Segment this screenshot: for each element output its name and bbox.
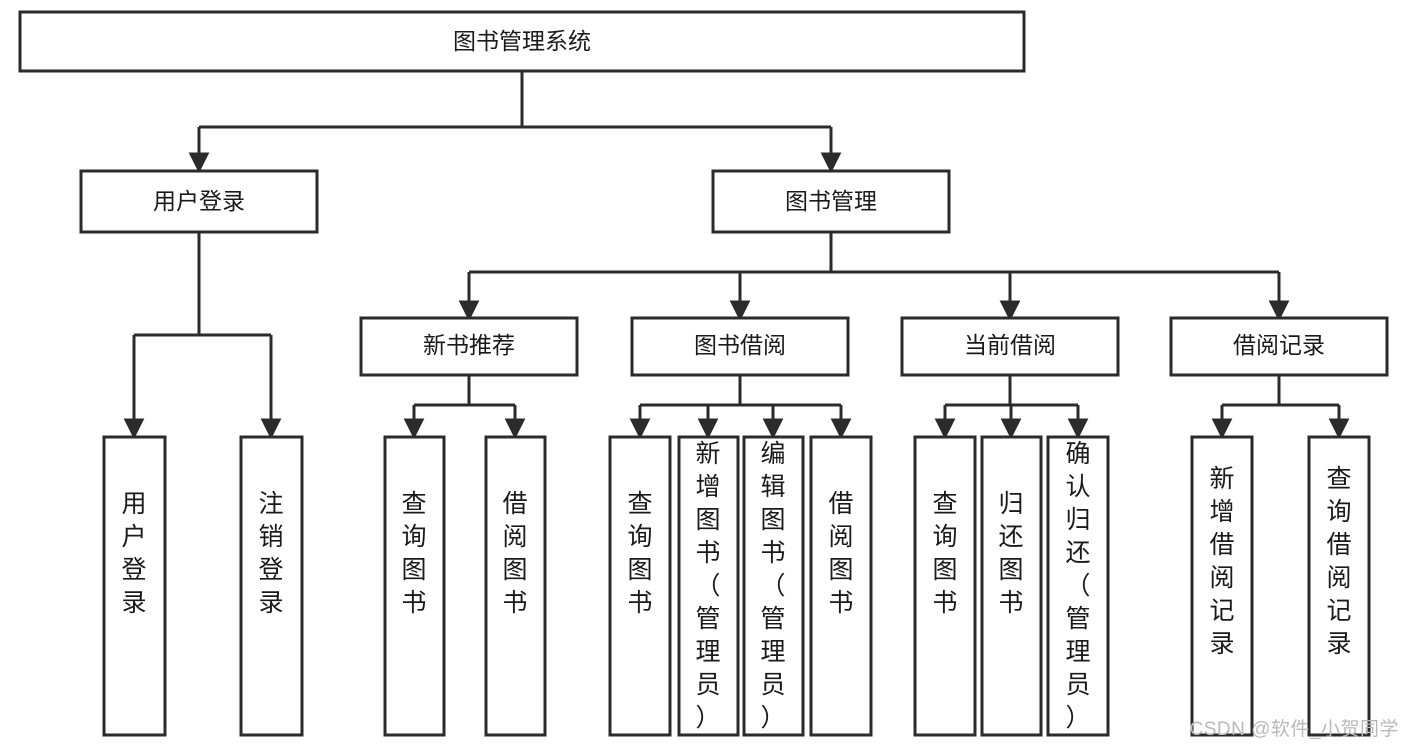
node-book-manage-label: 图书管理 — [785, 188, 877, 214]
node-root[interactable]: 图书管理系统 — [18, 10, 1026, 73]
node-book-manage-box[interactable] — [711, 169, 951, 234]
leaf-confirm-return[interactable]: 确认归还（管理员） — [1046, 435, 1110, 737]
leaf-add-book[interactable]: 新增图书（管理员） — [677, 435, 740, 737]
node-borrow-record-box[interactable] — [1169, 316, 1389, 377]
leaf-logout-login-box[interactable] — [239, 435, 304, 737]
leaf-add-book-label: 新增图书（管理员） — [695, 440, 720, 732]
leaf-user-login[interactable]: 用户登录 — [102, 435, 167, 737]
node-new-book-recommend[interactable]: 新书推荐 — [359, 316, 579, 377]
leaf-add-record-label: 新增借阅记录 — [1209, 465, 1234, 658]
node-book-borrow[interactable]: 图书借阅 — [630, 316, 850, 377]
leaf-confirm-return-box[interactable] — [1046, 435, 1110, 737]
leaf-logout-login[interactable]: 注销登录 — [239, 435, 304, 737]
leaf-borrow-book-2[interactable]: 借阅图书 — [809, 435, 873, 737]
leaf-query-book-2-label: 查询图书 — [627, 490, 652, 617]
node-book-manage[interactable]: 图书管理 — [711, 169, 951, 234]
leaf-query-book-3-label: 查询图书 — [932, 490, 957, 617]
leaf-query-book-2-box[interactable] — [608, 435, 672, 737]
leaf-query-book-1-box[interactable] — [383, 435, 446, 737]
leaf-edit-book[interactable]: 编辑图书（管理员） — [742, 435, 805, 737]
node-root-box[interactable] — [18, 10, 1026, 73]
node-user-login[interactable]: 用户登录 — [79, 169, 319, 234]
leaf-query-record-label: 查询借阅记录 — [1326, 465, 1351, 658]
node-root-label: 图书管理系统 — [453, 28, 591, 54]
node-user-login-label: 用户登录 — [153, 188, 245, 214]
leaf-add-book-box[interactable] — [677, 435, 740, 737]
leaf-user-login-box[interactable] — [102, 435, 167, 737]
leaf-query-book-1[interactable]: 查询图书 — [383, 435, 446, 737]
leaves-layer: 用户登录 注销登录 查询图书 借阅图书 查询图书 新增图书（管理员） — [102, 435, 1371, 737]
edges-layer — [123, 71, 1350, 440]
leaf-query-book-1-label: 查询图书 — [401, 490, 426, 617]
leaf-user-login-label: 用户登录 — [121, 490, 146, 617]
leaf-query-book-3-box[interactable] — [913, 435, 977, 737]
leaf-logout-login-label: 注销登录 — [258, 490, 283, 617]
leaf-borrow-book-2-box[interactable] — [809, 435, 873, 737]
leaf-query-book-2[interactable]: 查询图书 — [608, 435, 672, 737]
node-new-book-recommend-label: 新书推荐 — [423, 332, 515, 358]
leaf-return-book-box[interactable] — [980, 435, 1043, 737]
leaf-confirm-return-label: 确认归还（管理员） — [1065, 440, 1090, 732]
leaf-return-book[interactable]: 归还图书 — [980, 435, 1043, 737]
node-borrow-record[interactable]: 借阅记录 — [1169, 316, 1389, 377]
leaf-query-record-box[interactable] — [1307, 435, 1371, 737]
node-current-borrow[interactable]: 当前借阅 — [900, 316, 1120, 377]
leaf-borrow-book-1[interactable]: 借阅图书 — [484, 435, 547, 737]
leaf-query-record[interactable]: 查询借阅记录 — [1307, 435, 1371, 737]
leaf-query-book-3[interactable]: 查询图书 — [913, 435, 977, 737]
leaf-edit-book-box[interactable] — [742, 435, 805, 737]
leaf-add-record-box[interactable] — [1190, 435, 1254, 737]
node-current-borrow-label: 当前借阅 — [964, 332, 1056, 358]
node-book-borrow-box[interactable] — [630, 316, 850, 377]
leaf-return-book-label: 归还图书 — [998, 490, 1023, 617]
node-borrow-record-label: 借阅记录 — [1233, 332, 1325, 358]
node-current-borrow-box[interactable] — [900, 316, 1120, 377]
leaf-edit-book-label: 编辑图书（管理员） — [760, 440, 785, 732]
leaf-borrow-book-2-label: 借阅图书 — [828, 490, 853, 617]
node-new-book-recommend-box[interactable] — [359, 316, 579, 377]
node-user-login-box[interactable] — [79, 169, 319, 234]
leaf-add-record[interactable]: 新增借阅记录 — [1190, 435, 1254, 737]
leaf-borrow-book-1-box[interactable] — [484, 435, 547, 737]
node-book-borrow-label: 图书借阅 — [694, 332, 786, 358]
leaf-borrow-book-1-label: 借阅图书 — [502, 490, 527, 617]
